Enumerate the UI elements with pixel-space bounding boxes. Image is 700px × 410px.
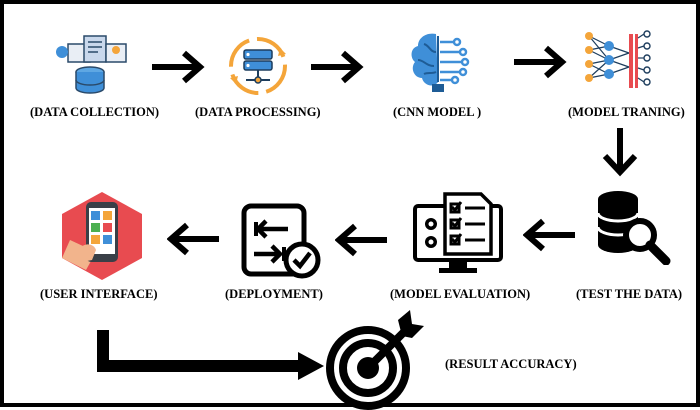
- step-label-deployment: (DEPLOYMENT): [225, 287, 323, 301]
- database-search-icon: [596, 191, 671, 265]
- left-arrow-icon: [523, 218, 575, 252]
- step-label-cnn-model: (CNN MODEL ): [393, 105, 482, 119]
- elbow-arrow-icon: [97, 330, 324, 380]
- left-arrow-icon: [335, 223, 387, 257]
- deployment-icon: [241, 203, 321, 279]
- evaluation-monitor-icon: [413, 192, 503, 273]
- cnn-brain-icon: [411, 33, 470, 92]
- right-arrow-icon: [514, 45, 567, 79]
- step-label-user-interface: (USER INTERFACE): [40, 287, 158, 301]
- data-collection-icon: [56, 35, 127, 94]
- neural-network-icon: [585, 30, 651, 88]
- step-label-model-training: (MODEL TRANING): [568, 105, 685, 119]
- mobile-app-icon: [62, 192, 142, 280]
- right-arrow-icon: [311, 50, 364, 84]
- step-label-data-processing: (DATA PROCESSING): [195, 105, 321, 119]
- step-label-data-collection: (DATA COLLECTION): [30, 105, 160, 119]
- target-icon: [326, 310, 424, 410]
- down-arrow-icon: [602, 128, 638, 177]
- step-label-test-the-data: (TEST THE DATA): [576, 287, 683, 301]
- left-arrow-icon: [167, 222, 219, 256]
- step-label-model-evaluation: (MODEL EVALUATION): [390, 287, 531, 301]
- right-arrow-icon: [152, 50, 205, 84]
- step-label-result-accuracy: (RESULT ACCURACY): [445, 357, 577, 371]
- data-processing-icon: [229, 37, 287, 95]
